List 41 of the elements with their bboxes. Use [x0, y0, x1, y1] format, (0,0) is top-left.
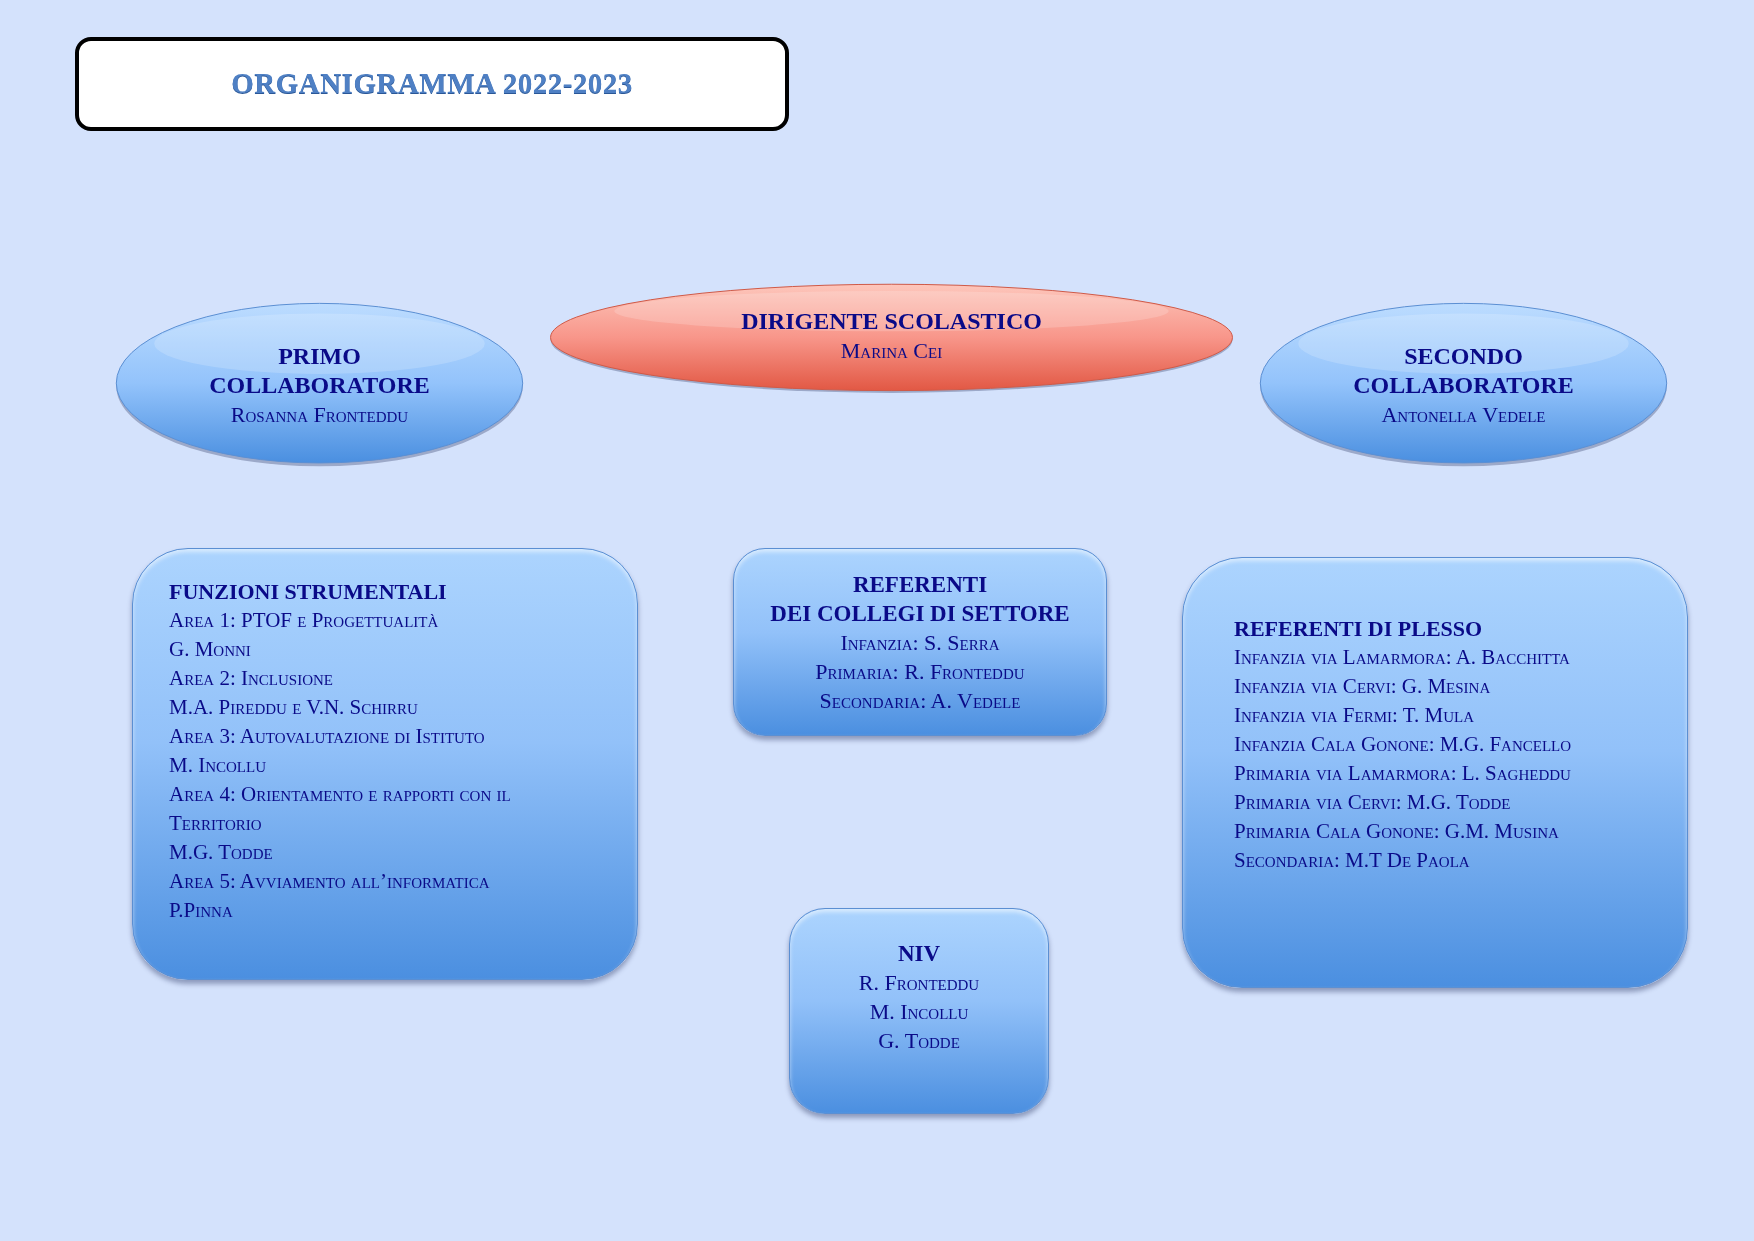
role-ellipse	[113, 300, 526, 468]
role-title: DIRIGENTE SCOLASTICO	[741, 307, 1042, 336]
list-entry: M. Incollu	[869, 998, 969, 1026]
list-entry: Secondaria: A. Vedele	[819, 686, 1021, 715]
group-heading: REFERENTI DEI COLLEGI DI SETTORE	[769, 570, 1071, 628]
list-entry: Area 5: Avviamento all’informatica	[169, 868, 490, 895]
list-entry: M.G. Todde	[169, 839, 273, 866]
list-entry: M. Incollu	[169, 752, 266, 779]
title-banner: ORGANIGRAMMA 2022-2023	[75, 37, 789, 131]
list-entry: P.Pinna	[169, 897, 233, 924]
list-entry: G. Todde	[878, 1027, 960, 1055]
list-entry: Primaria Cala Gonone: G.M. Musina	[1234, 818, 1559, 845]
list-entry: Area 3: Autovalutazione di Istituto	[169, 723, 485, 750]
person-name: Rosanna Fronteddu	[230, 400, 409, 429]
list-entry: G. Monni	[169, 636, 251, 663]
group-card	[789, 908, 1049, 1114]
person-name: Antonella Vedele	[1381, 400, 1546, 429]
list-entry: Area 4: Orientamento e rapporti con il Territorio	[169, 781, 512, 837]
list-entry: Area 2: Inclusione	[169, 665, 333, 692]
list-entry: Infanzia via Fermi: T. Mula	[1234, 702, 1475, 729]
list-entry: Secondaria: M.T De Paola	[1234, 847, 1470, 874]
group-card	[733, 548, 1107, 736]
list-entry: Infanzia via Lamarmora: A. Bacchitta	[1234, 644, 1570, 671]
group-heading: REFERENTI DI PLESSO	[1234, 615, 1483, 643]
group-card	[1182, 557, 1688, 988]
list-entry: Area 1: PTOF e Progettualità	[169, 607, 439, 634]
person-name: Marina Cei	[840, 337, 943, 365]
role-ellipse	[1257, 300, 1670, 468]
group-heading: FUNZIONI STRUMENTALI	[169, 578, 447, 606]
list-entry: Primaria via Lamarmora: L. Sagheddu	[1234, 760, 1571, 787]
group-card	[132, 548, 638, 980]
list-entry: M.A. Pireddu e V.N. Schirru	[169, 694, 418, 721]
list-entry: Infanzia Cala Gonone: M.G. Fancello	[1234, 731, 1572, 758]
role-title: SECONDO COLLABORATORE	[1352, 341, 1575, 400]
list-entry: Infanzia via Cervi: G. Mesina	[1234, 673, 1491, 700]
list-entry: Primaria via Cervi: M.G. Todde	[1234, 789, 1511, 816]
list-entry: R. Fronteddu	[858, 969, 980, 997]
list-entry: Infanzia: S. Serra	[840, 628, 1000, 657]
role-title: PRIMO COLLABORATORE	[208, 341, 431, 400]
list-entry: Primaria: R. Fronteddu	[815, 657, 1025, 686]
group-heading: NIV	[897, 940, 941, 968]
